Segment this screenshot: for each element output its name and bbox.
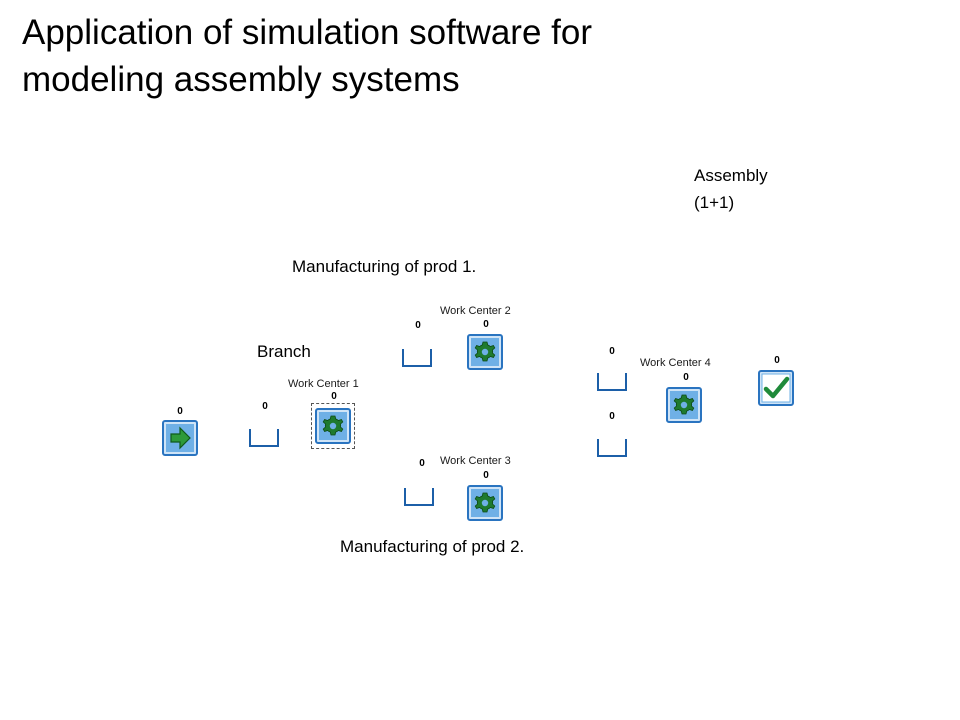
arrow-right-icon xyxy=(162,420,198,456)
work-center-1-node[interactable] xyxy=(315,408,351,444)
gear-icon xyxy=(467,485,503,521)
sink-node[interactable] xyxy=(758,370,794,406)
queue-prod2-count: 0 xyxy=(419,458,425,469)
queue-assembly-1-count: 0 xyxy=(609,346,615,357)
queue-assembly-2[interactable] xyxy=(596,438,628,458)
queue-assembly-1[interactable] xyxy=(596,372,628,392)
queue-branch[interactable] xyxy=(248,428,280,448)
prod1-label: Manufacturing of prod 1. xyxy=(292,257,477,276)
queue-assembly-2-count: 0 xyxy=(609,411,615,422)
selection-outline xyxy=(311,403,355,449)
work-center-4-name: Work Center 4 xyxy=(640,357,711,369)
branch-label: Branch xyxy=(257,342,311,361)
gear-icon xyxy=(666,387,702,423)
slide-title-line-2: modeling assembly systems xyxy=(22,60,460,99)
work-center-1-count: 0 xyxy=(331,391,337,402)
work-center-2-name: Work Center 2 xyxy=(440,305,511,317)
queue-bracket-icon xyxy=(404,488,434,506)
gear-icon xyxy=(467,334,503,370)
checkmark-icon xyxy=(758,370,794,406)
slide-title: Application of simulation software for m… xyxy=(22,9,922,103)
assembly-label: Assembly (1+1) xyxy=(694,162,768,216)
work-center-3-count: 0 xyxy=(483,470,489,481)
queue-prod1-count: 0 xyxy=(415,320,421,331)
work-center-2-count: 0 xyxy=(483,319,489,330)
gear-icon xyxy=(315,408,351,444)
queue-bracket-icon xyxy=(597,373,627,391)
queue-bracket-icon xyxy=(597,439,627,457)
work-center-1-name: Work Center 1 xyxy=(288,378,359,390)
work-center-2-node[interactable] xyxy=(467,334,503,370)
source-node[interactable] xyxy=(162,420,198,456)
work-center-3-node[interactable] xyxy=(467,485,503,521)
sink-count: 0 xyxy=(774,355,780,366)
queue-bracket-icon xyxy=(402,349,432,367)
work-center-4-count: 0 xyxy=(683,372,689,383)
work-center-3-name: Work Center 3 xyxy=(440,455,511,467)
assembly-label-line-2: (1+1) xyxy=(694,193,735,212)
slide-title-line-1: Application of simulation software for xyxy=(22,13,592,52)
prod2-label: Manufacturing of prod 2. xyxy=(340,537,525,556)
assembly-label-line-1: Assembly xyxy=(694,166,768,185)
queue-bracket-icon xyxy=(249,429,279,447)
source-count: 0 xyxy=(177,406,183,417)
queue-branch-count: 0 xyxy=(262,401,268,412)
queue-prod2[interactable] xyxy=(403,487,435,507)
queue-prod1[interactable] xyxy=(401,348,433,368)
work-center-4-node[interactable] xyxy=(666,387,702,423)
